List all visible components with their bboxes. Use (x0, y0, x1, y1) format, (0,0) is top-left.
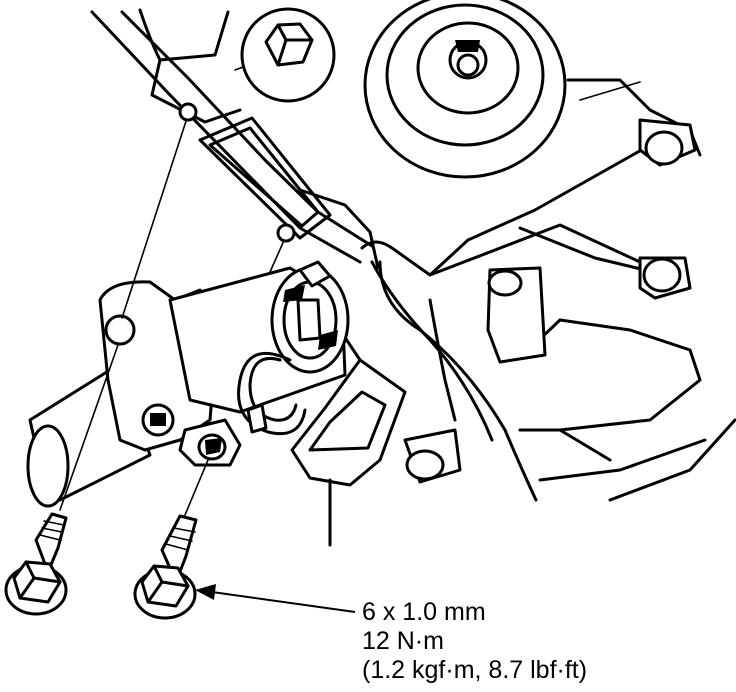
dowel-pins (403, 118, 697, 484)
mount-nut (240, 7, 336, 103)
tensioner-bracket (290, 328, 407, 547)
torque-callout: 6 x 1.0 mm 12 N·m (1.2 kgf·m, 8.7 lbf·ft… (362, 598, 587, 685)
torque-nm-label: 12 N·m (362, 627, 444, 655)
flange-bolt-icon (133, 514, 198, 620)
pulley (363, 0, 567, 179)
leader-arrow-icon (195, 584, 356, 613)
flange-bolt-icon (4, 512, 68, 616)
bolt-size-label: 6 x 1.0 mm (362, 598, 486, 626)
engine-block (90, 8, 736, 502)
tensioner-body (26, 260, 350, 508)
alignment-lines (59, 102, 296, 516)
torque-alt-label: (1.2 kgf·m, 8.7 lbf·ft) (362, 656, 588, 684)
